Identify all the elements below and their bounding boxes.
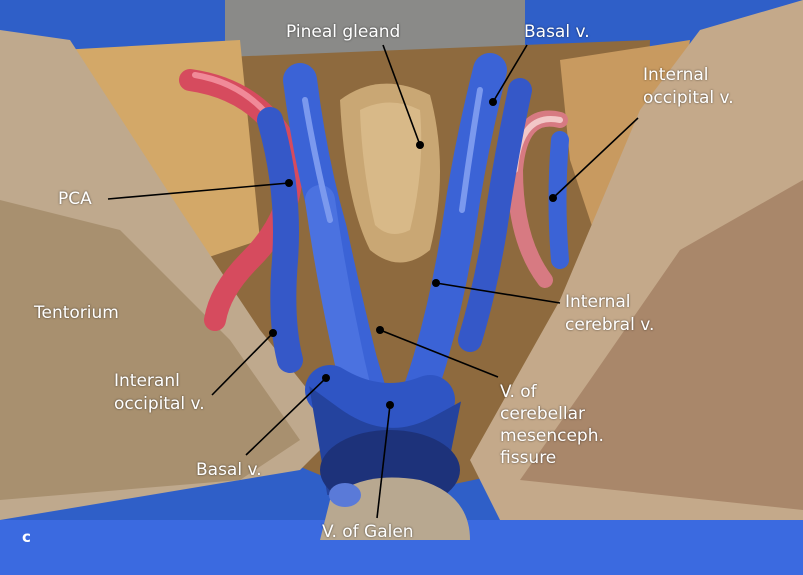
leader-lines	[107, 44, 639, 519]
panel-letter: c	[22, 528, 31, 546]
label-cerebellar-line4: fissure	[500, 448, 557, 468]
label-interanl-occipital-line2: occipital v.	[114, 394, 205, 414]
marker-dots	[269, 98, 557, 409]
label-cerebellar-line3: mesenceph.	[500, 426, 604, 446]
label-internal-cerebral-line2: cerebral v.	[565, 315, 655, 335]
label-internal-occipital-right-line1: Internal	[643, 65, 709, 85]
label-pca: PCA	[58, 189, 92, 209]
label-internal-occipital-right-line2: occipital v.	[643, 88, 734, 108]
label-pineal-gland: Pineal gleand	[286, 22, 401, 42]
label-basal-vein-top: Basal v.	[524, 22, 590, 42]
label-internal-cerebral-line1: Internal	[565, 292, 631, 312]
label-tentorium: Tentorium	[34, 303, 119, 323]
label-basal-vein-bottom: Basal v.	[196, 460, 262, 480]
label-cerebellar-line1: V. of	[500, 382, 537, 402]
label-cerebellar-line2: cerebellar	[500, 404, 585, 424]
label-interanl-occipital-line1: Interanl	[114, 371, 180, 391]
label-vein-of-galen: V. of Galen	[322, 522, 414, 542]
